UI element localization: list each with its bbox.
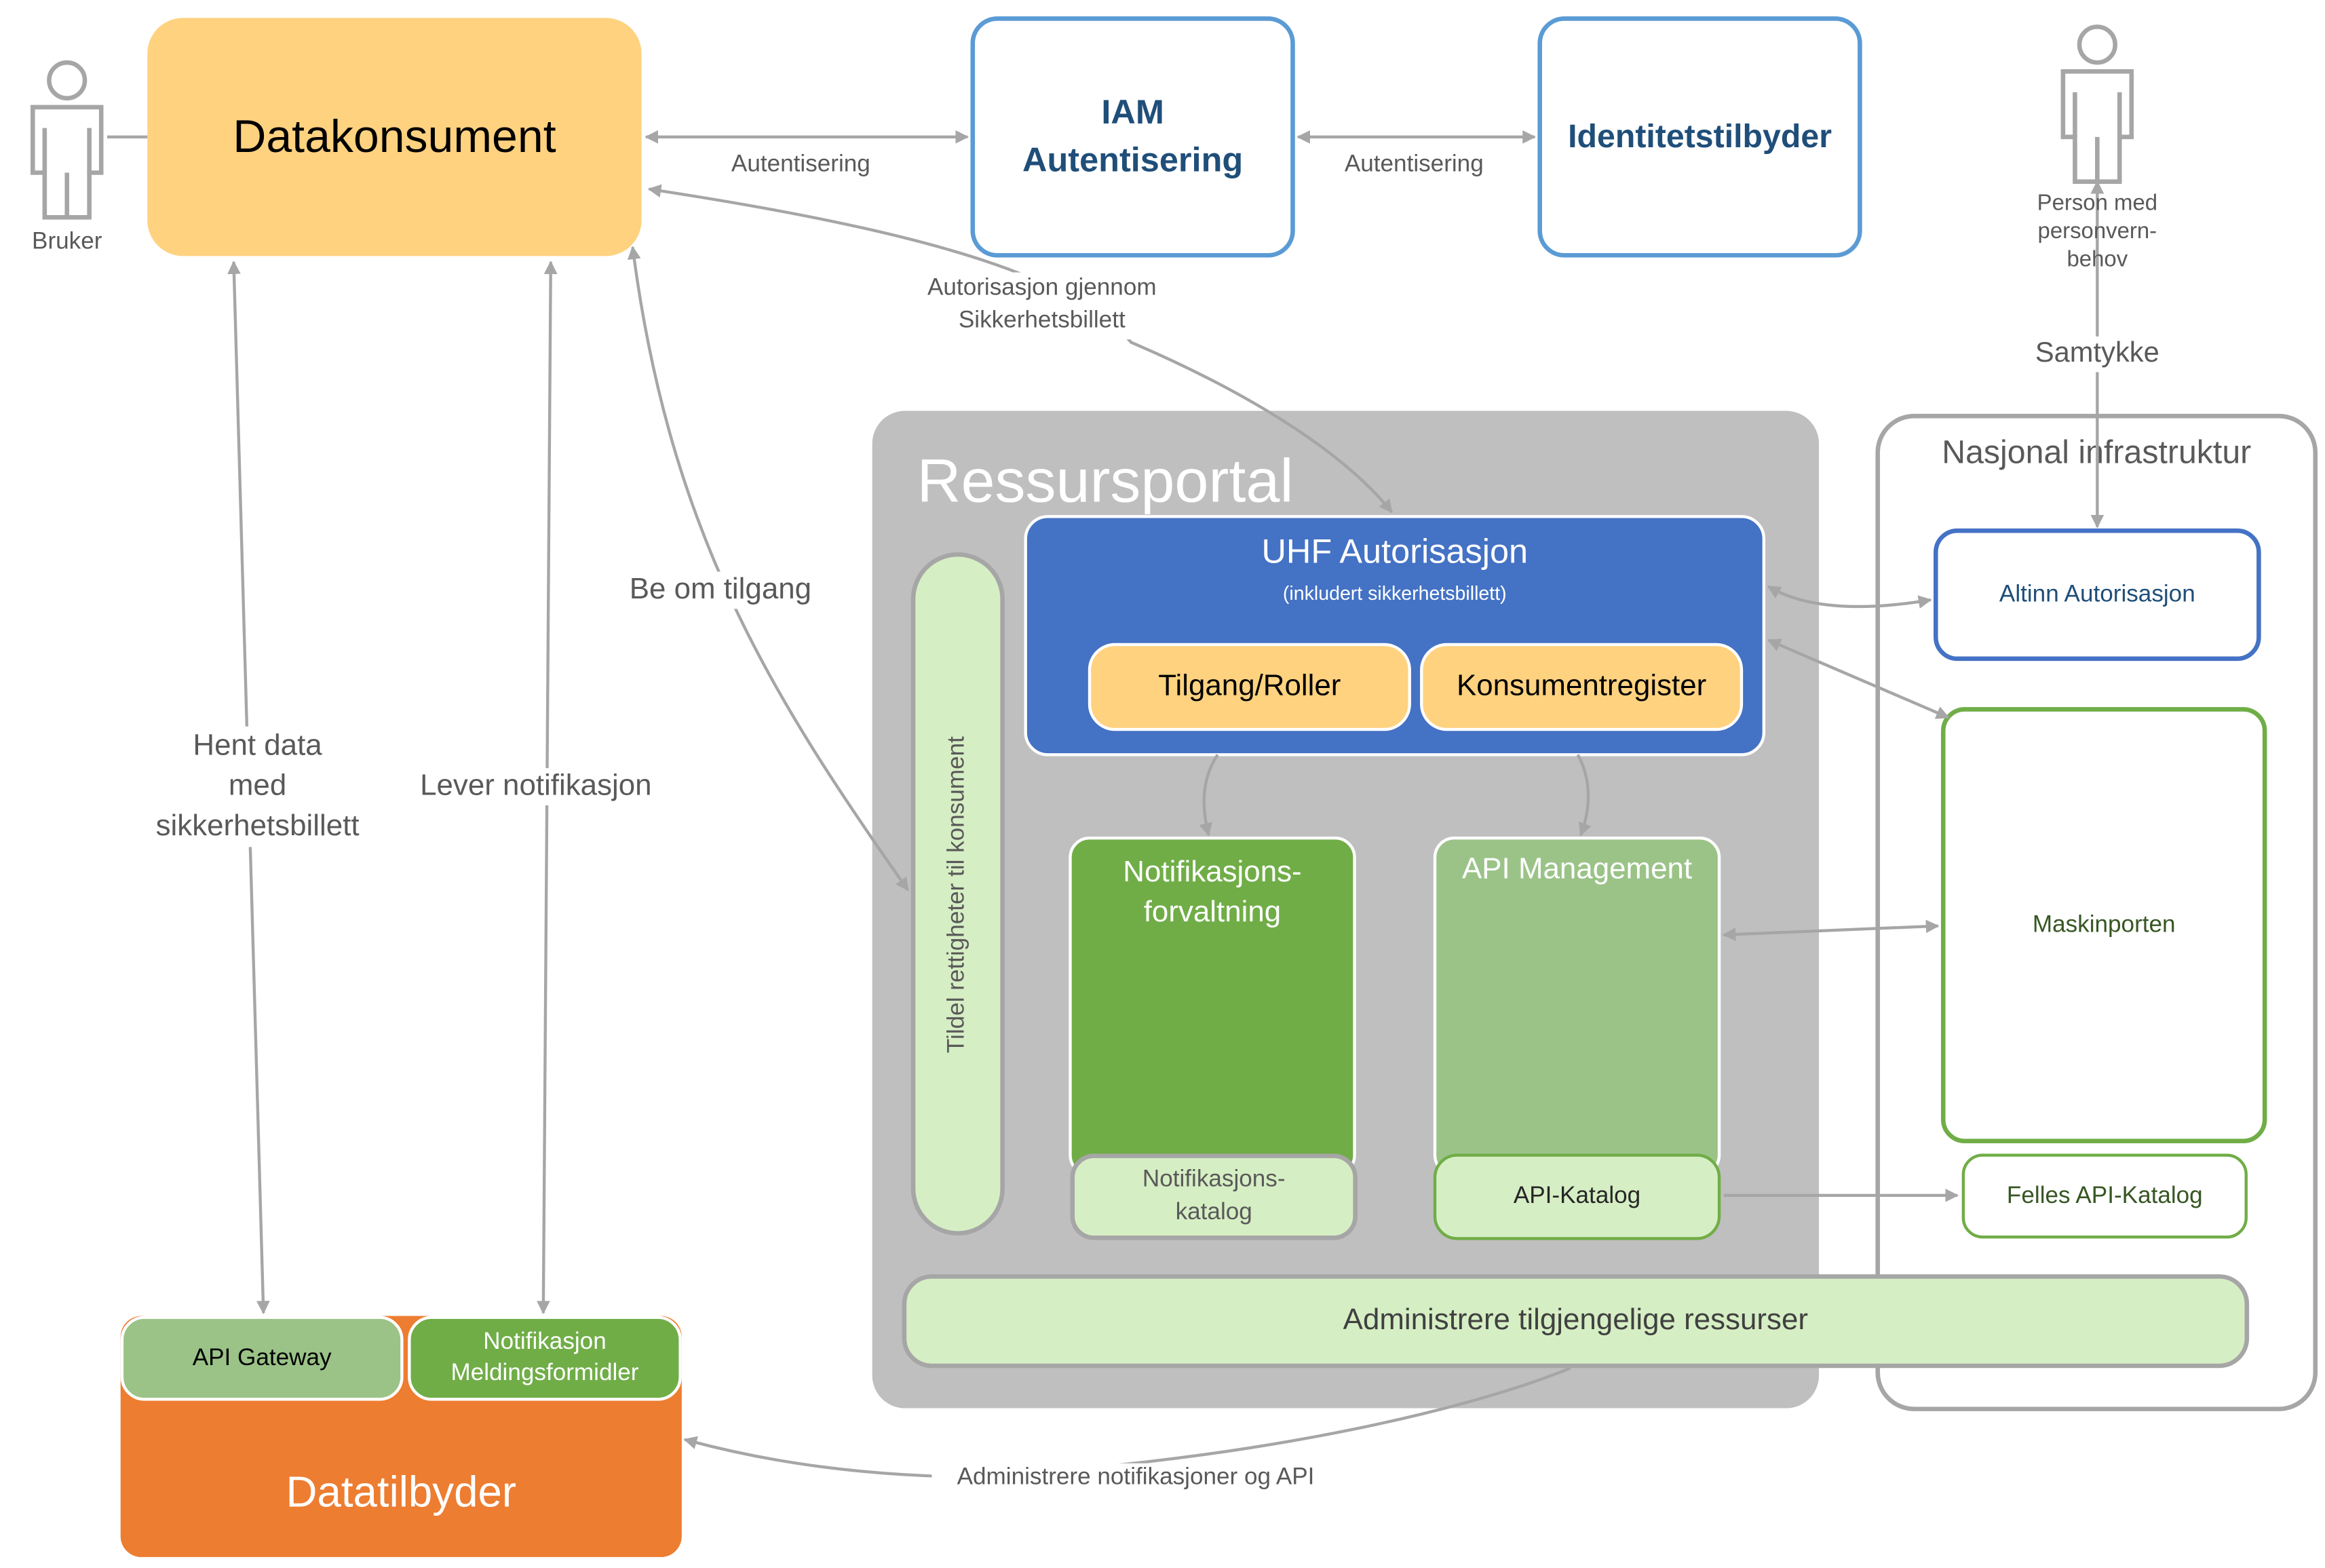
arrow-be-om-tilgang bbox=[627, 246, 910, 892]
api-management-label: API Management bbox=[1462, 853, 1693, 886]
maskinporten-box: Maskinporten bbox=[1940, 707, 2267, 1143]
autorisasjon-label: Autorisasjon gjennom Sikkerhetsbillett bbox=[900, 272, 1184, 339]
be-om-tilgang-label: Be om tilgang bbox=[616, 571, 825, 609]
notifikasjonskatalog-box: Notifikasjons- katalog bbox=[1070, 1153, 1358, 1240]
bruker-label: Bruker bbox=[32, 229, 102, 255]
api-katalog-box: API-Katalog bbox=[1433, 1153, 1721, 1240]
arrow-uhf-altinn bbox=[1767, 585, 1932, 609]
api-management-box: API Management bbox=[1433, 837, 1721, 1177]
altinn-autorisasjon-box: Altinn Autorisasjon bbox=[1934, 528, 2261, 662]
api-katalog-label: API-Katalog bbox=[1513, 1183, 1641, 1209]
notifikasjonsforvaltning-box: Notifikasjons- forvaltning bbox=[1069, 837, 1356, 1177]
administrere-ressurser-box: Administrere tilgjengelige ressurser bbox=[902, 1274, 2250, 1369]
arrow-autorisasjon bbox=[647, 184, 1394, 514]
datatilbyder-label: Datatilbyder bbox=[286, 1469, 517, 1517]
arrow-apimgmt-maskinporten bbox=[1722, 919, 1940, 941]
administrere-ressurser-label: Administrere tilgjengelige ressurser bbox=[1343, 1303, 1808, 1337]
notifikasjon-meldingsformidler-box: Notifikasjon Meldingsformidler bbox=[408, 1316, 682, 1401]
bruker-person-icon bbox=[30, 60, 104, 220]
person-med-personvernbehov-icon bbox=[2060, 24, 2134, 184]
hent-data-label: Hent data med sikkerhetsbillett bbox=[136, 726, 379, 847]
iam-autentisering-label: IAM Autentisering bbox=[1022, 92, 1244, 179]
uhf-autorisasjon-label: UHF Autorisasjon bbox=[1261, 531, 1529, 571]
arrow-konsument-apimgmt bbox=[1576, 754, 1592, 837]
arrow-tilgang-notifikasjon bbox=[1199, 754, 1219, 837]
maskinporten-label: Maskinporten bbox=[2032, 911, 2176, 938]
administrere-notifikasjoner-label: Administrere notifikasjoner og API bbox=[931, 1463, 1340, 1493]
uhf-autorisasjon-sublabel: (inkludert sikkerhetsbillett) bbox=[1282, 581, 1507, 605]
api-gateway-box: API Gateway bbox=[120, 1316, 404, 1401]
identitetstilbyder-label: Identitetstilbyder bbox=[1568, 117, 1832, 155]
person-label: Person med personvern- behov bbox=[2037, 190, 2158, 272]
felles-api-katalog-box: Felles API-Katalog bbox=[1961, 1153, 2248, 1239]
arrow-uhf-maskinporten bbox=[1767, 638, 1950, 719]
datakonsument-box: Datakonsument bbox=[147, 18, 642, 256]
tilgang-roller-label: Tilgang/Roller bbox=[1158, 670, 1341, 703]
arrow-administrere-datatilbyder bbox=[683, 1366, 1571, 1478]
konsumentregister-box: Konsumentregister bbox=[1420, 643, 1744, 731]
notifikasjonsforvaltning-label: Notifikasjons- forvaltning bbox=[1123, 856, 1302, 930]
api-gateway-label: API Gateway bbox=[192, 1345, 332, 1371]
notifikasjonskatalog-label: Notifikasjons- katalog bbox=[1142, 1167, 1286, 1225]
samtykke-label: Samtykke bbox=[2022, 336, 2172, 372]
tilgang-roller-box: Tilgang/Roller bbox=[1088, 643, 1411, 731]
felles-api-katalog-label: Felles API-Katalog bbox=[2006, 1183, 2203, 1208]
konsumentregister-label: Konsumentregister bbox=[1456, 670, 1707, 703]
autentisering-label-2: Autentisering bbox=[1324, 150, 1503, 180]
altinn-autorisasjon-label: Altinn Autorisasjon bbox=[1999, 581, 2195, 607]
autentisering-label-1: Autentisering bbox=[711, 150, 891, 180]
datakonsument-label: Datakonsument bbox=[233, 110, 556, 163]
identitetstilbyder-box: Identitetstilbyder bbox=[1537, 16, 1862, 258]
tildel-rettigheter-pill: Tildel rettigheter til konsument bbox=[910, 552, 1005, 1236]
notifikasjon-meldingsformidler-label: Notifikasjon Meldingsformidler bbox=[450, 1328, 639, 1385]
lever-notifikasjon-label: Lever notifikasjon bbox=[402, 768, 670, 805]
